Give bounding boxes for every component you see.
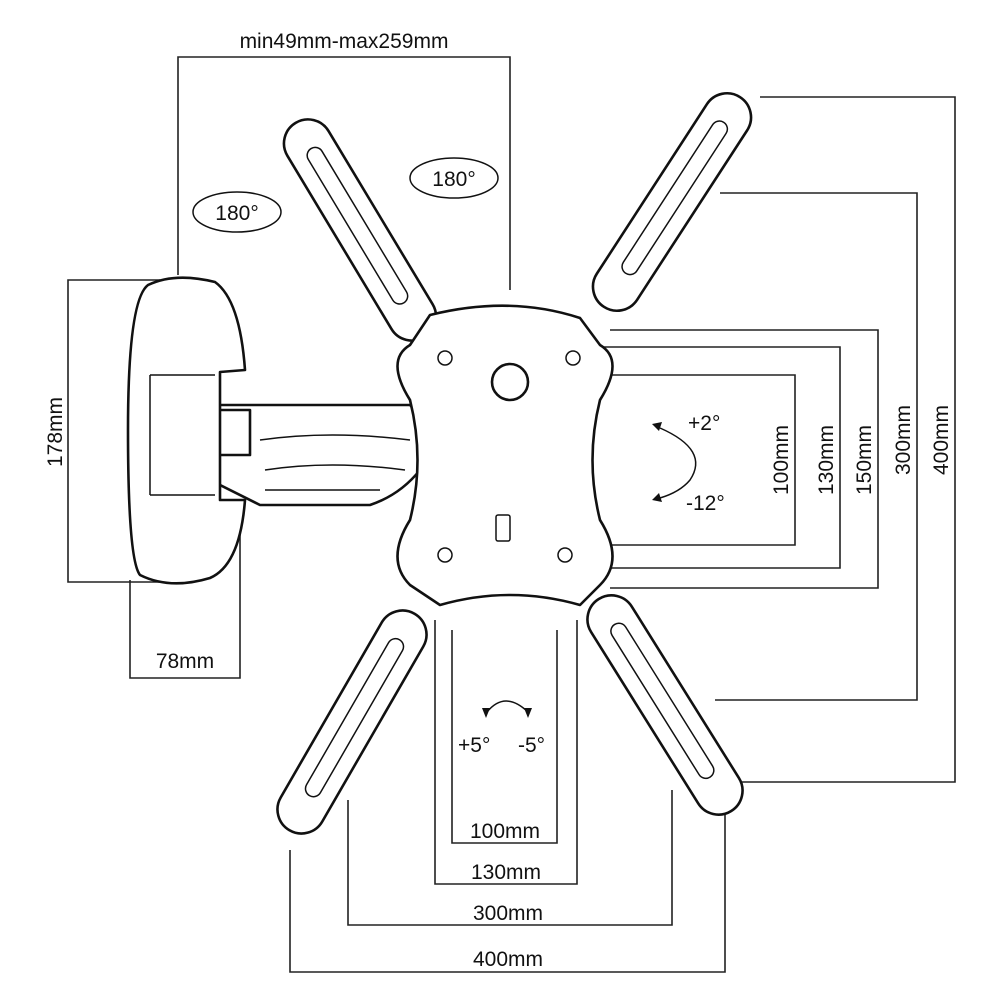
vesa-arm-upper-right xyxy=(591,91,753,313)
vertical-150-label: 150mm xyxy=(853,425,876,495)
horizontal-100-label: 100mm xyxy=(470,820,540,843)
wall-plate-depth-label: 78mm xyxy=(156,650,214,673)
level-minus-label: -5° xyxy=(518,734,545,757)
svg-text:180°: 180° xyxy=(215,202,258,225)
vesa-arm-upper-left xyxy=(282,118,438,342)
extension-range-label: min49mm-max259mm xyxy=(240,30,449,53)
level-plus-label: +5° xyxy=(458,734,490,757)
horizontal-dimensions: 100mm 130mm 300mm 400mm xyxy=(289,620,726,973)
horizontal-300-label: 300mm xyxy=(473,902,543,925)
tilt-down-label: -12° xyxy=(686,492,725,515)
wall-plate xyxy=(126,276,247,585)
vesa-arm-lower-right xyxy=(586,594,744,816)
wall-plate-dimensions: 178mm 78mm xyxy=(44,279,241,679)
vertical-dimensions: 400mm 300mm 150mm 130mm 100mm xyxy=(590,96,956,783)
swivel-left: 180° xyxy=(192,191,282,233)
swivel-right: 180° xyxy=(409,157,499,199)
vertical-130-label: 130mm xyxy=(815,425,838,495)
tilt-indicator: +2° -12° xyxy=(652,412,725,515)
vertical-100-label: 100mm xyxy=(770,425,793,495)
extension-dimension: min49mm-max259mm xyxy=(177,30,511,290)
vertical-400-label: 400mm xyxy=(930,405,953,475)
tv-bracket-plate xyxy=(396,304,614,607)
articulating-arm xyxy=(188,403,423,507)
svg-text:180°: 180° xyxy=(432,168,475,191)
wall-plate-height-label: 178mm xyxy=(44,397,67,467)
tilt-up-label: +2° xyxy=(688,412,720,435)
horizontal-130-label: 130mm xyxy=(471,861,541,884)
center-hole xyxy=(490,362,530,402)
level-indicator: +5° -5° xyxy=(458,700,545,757)
vesa-arm-lower-left xyxy=(276,609,428,835)
vertical-300-label: 300mm xyxy=(892,405,915,475)
horizontal-400-label: 400mm xyxy=(473,948,543,971)
